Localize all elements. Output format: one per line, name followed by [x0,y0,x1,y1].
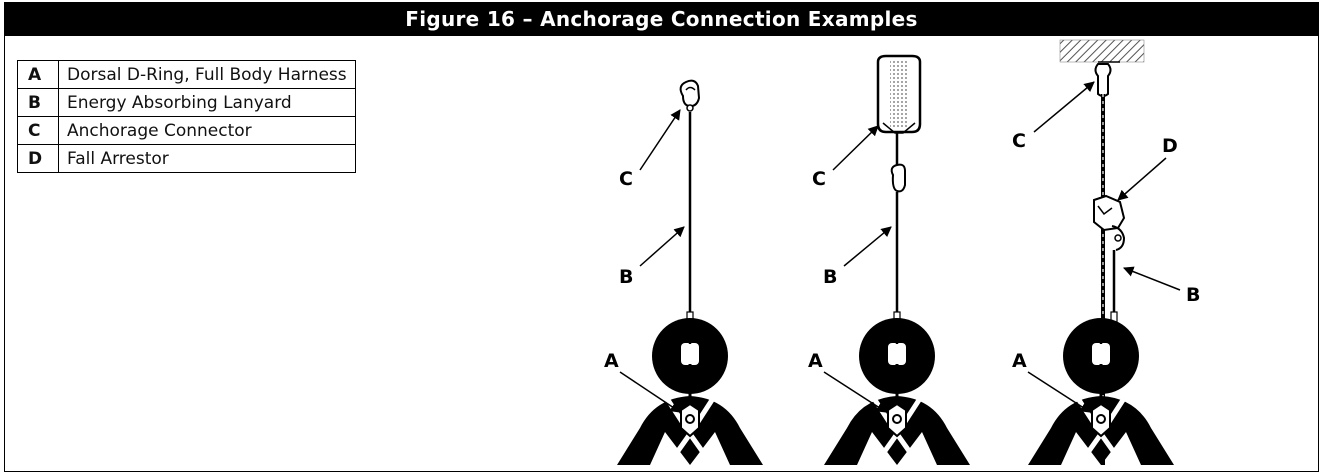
callout-c: C [619,168,633,190]
worker-figure [617,318,763,465]
legend-description: Fall Arrestor [58,144,356,173]
worker-figure [1028,318,1174,465]
callout-b: B [619,266,633,288]
callout-d: D [1162,135,1178,157]
illustration-beam-anchorage: C B A [808,54,970,465]
callout-a: A [604,350,619,372]
legend-key: D [17,144,59,173]
fall-arrestor [1093,194,1126,251]
callout-a: A [808,350,823,372]
legend-table: A Dorsal D-Ring, Full Body Harness B Ene… [17,60,356,173]
figure-title: Figure 16 – Anchorage Connection Example… [5,3,1318,36]
legend-row: C Anchorage Connector [17,116,356,145]
anchorage-connector [1094,63,1112,97]
illustration-direct-anchorage: C B A [604,79,763,465]
callout-c: C [812,168,826,190]
legend-description: Dorsal D-Ring, Full Body Harness [58,60,356,89]
overhead-structure [1059,39,1145,63]
legend-row: D Fall Arrestor [17,144,356,173]
callout-c: C [1012,130,1026,152]
callout-b: B [823,266,837,288]
illustration-vertical-lifeline: C D B A [1012,39,1200,465]
anchorage-connector-hook [679,79,701,112]
worker-figure [824,318,970,465]
legend-description: Anchorage Connector [58,116,356,145]
beam-anchorage-connector [876,54,922,165]
legend-key: C [17,116,59,145]
legend-key: A [17,60,59,89]
callout-b: B [1186,284,1200,306]
callout-a: A [1012,350,1027,372]
figure-frame: Figure 16 – Anchorage Connection Example… [4,2,1319,472]
legend-row: A Dorsal D-Ring, Full Body Harness [17,60,356,89]
